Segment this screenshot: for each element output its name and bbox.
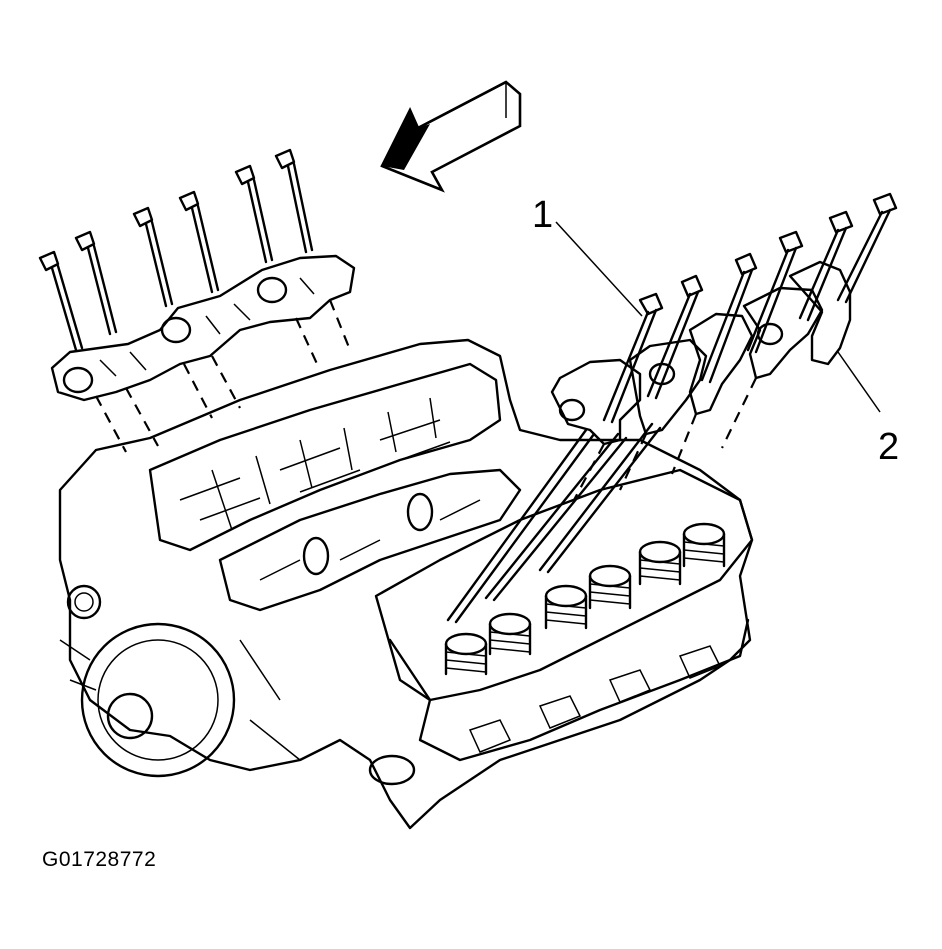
figure-id: G01728772 (42, 848, 157, 871)
valve-springs (444, 522, 726, 676)
right-alignment-lines (573, 377, 757, 501)
right-bolts (602, 192, 898, 424)
left-rocker-arm-assembly (50, 254, 356, 402)
front-direction-arrow-icon (380, 80, 522, 193)
callout-leaders (555, 221, 881, 413)
engine-block (58, 338, 754, 830)
callout-2-label: 2 (878, 426, 900, 468)
left-alignment-lines (95, 299, 352, 453)
callout-1-label: 1 (532, 194, 554, 236)
left-bolts (38, 148, 314, 352)
pushrods (446, 422, 662, 624)
